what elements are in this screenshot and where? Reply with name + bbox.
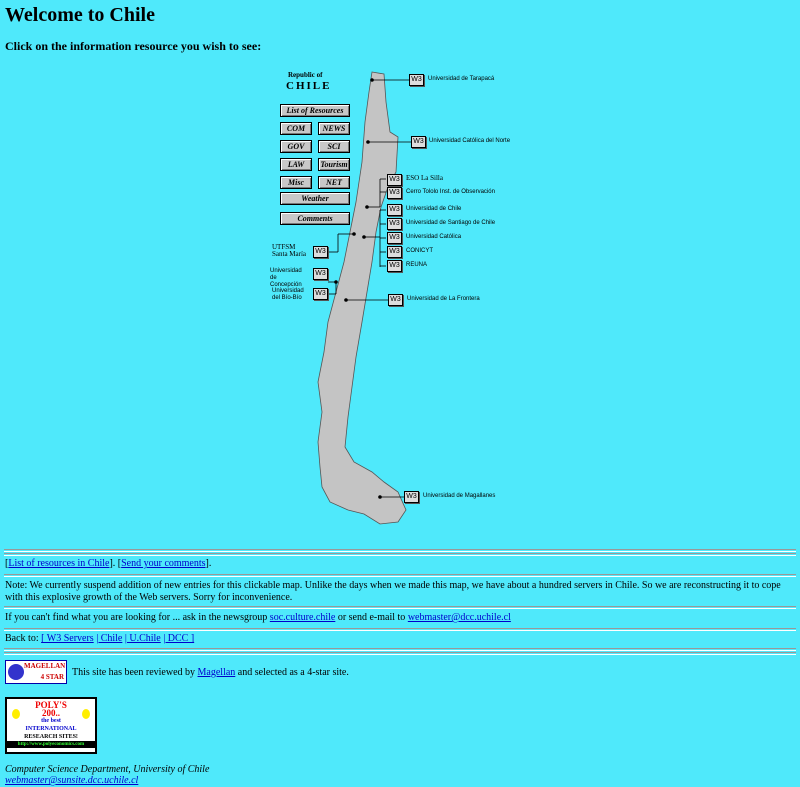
server-label[interactable]: Universidad de Magallanes: [423, 493, 496, 499]
w3-button[interactable]: W3: [387, 232, 402, 244]
sci-button[interactable]: SCI: [318, 140, 350, 153]
polys-line2: 200..: [42, 708, 60, 718]
help-pre: If you can't find what you are looking f…: [5, 612, 268, 623]
server-label[interactable]: Universidad Católica del Norte: [429, 138, 511, 144]
server-label[interactable]: Universidad Católica: [406, 234, 462, 240]
w3-button[interactable]: W3: [387, 246, 402, 258]
tourism-button[interactable]: Tourism: [318, 158, 350, 171]
misc-button[interactable]: Misc: [280, 176, 312, 189]
server-label[interactable]: Universidad de Santiago de Chile: [406, 220, 496, 226]
polys-200-badge[interactable]: POLY'S 200.. the best INTERNATIONAL RESE…: [5, 697, 97, 754]
magellan-badge-text: MAGELLAN 4 STAR SITE: [24, 662, 66, 681]
chile-map-shape: [317, 71, 411, 525]
w3-button[interactable]: W3: [313, 268, 328, 280]
instruction: Click on the information resource you wi…: [5, 39, 262, 53]
send-comments-link[interactable]: Send your comments: [121, 558, 206, 569]
server-label[interactable]: Universidad de Chile: [406, 206, 462, 212]
news-button[interactable]: NEWS: [318, 122, 350, 135]
lightbulb-icon: [12, 709, 20, 719]
magellan-text: This site has been reviewed by Magellan …: [72, 667, 672, 679]
server-label[interactable]: Universidad de La Frontera: [407, 296, 480, 302]
w3-button[interactable]: W3: [313, 246, 328, 258]
server-label[interactable]: CONICYT: [406, 248, 433, 254]
com-button[interactable]: COM: [280, 122, 312, 135]
bracket: [: [5, 558, 9, 569]
comments-button[interactable]: Comments: [280, 212, 350, 225]
help-text: If you can't find what you are looking f…: [5, 612, 795, 624]
server-label[interactable]: Cerro Tololo Inst. de Observación: [406, 189, 495, 195]
page-title: Welcome to Chile: [5, 4, 155, 26]
polys-url: http://www.polyeconomics.com: [7, 741, 95, 748]
server-label[interactable]: Universidad de Tarapacá: [428, 76, 495, 82]
newsgroup-link[interactable]: soc.culture.chile: [269, 612, 336, 623]
w3-servers-link[interactable]: [ W3 Servers: [41, 633, 94, 644]
divider: [4, 553, 796, 556]
net-button[interactable]: NET: [318, 176, 350, 189]
divider: [4, 574, 796, 577]
polys-line5: RESEARCH SITES!: [24, 734, 78, 740]
polys-line3: the best: [41, 718, 61, 724]
w3-button[interactable]: W3: [404, 491, 419, 503]
back-links: Back to: [ W3 Servers | Chile | U.Chile …: [5, 633, 795, 645]
w3-button[interactable]: W3: [411, 136, 426, 148]
law-button[interactable]: LAW: [280, 158, 312, 171]
email-link[interactable]: webmaster@dcc.uchile.cl: [407, 612, 511, 623]
footer-email-link[interactable]: webmaster@sunsite.dcc.uchile.cl: [5, 775, 139, 786]
polys-line1: POLY'S: [35, 700, 67, 710]
magellan-link[interactable]: Magellan: [197, 667, 236, 678]
gov-button[interactable]: GOV: [280, 140, 312, 153]
server-label[interactable]: REUNA: [406, 262, 428, 268]
footer-dept: Computer Science Department, University …: [5, 764, 210, 775]
chile-clickable-map[interactable]: Republic of CHILE List of Resources COM …: [268, 62, 528, 537]
w3-button[interactable]: W3: [387, 218, 402, 230]
note-text: Note: We currently suspend addition of n…: [5, 580, 781, 603]
divider: [4, 606, 796, 609]
w3-button[interactable]: W3: [387, 187, 402, 199]
back-label: Back to:: [5, 633, 39, 644]
bracket: ].: [205, 558, 212, 569]
divider: [4, 628, 796, 631]
w3-button[interactable]: W3: [387, 174, 402, 186]
dcc-link[interactable]: | DCC ]: [163, 633, 195, 644]
magellan-post: and selected as a 4-star site.: [237, 667, 349, 678]
resource-links: [List of resources in Chile]. [Send your…: [5, 558, 795, 570]
w3-button[interactable]: W3: [387, 204, 402, 216]
magellan-badge[interactable]: MAGELLAN 4 STAR SITE: [5, 660, 67, 684]
server-label[interactable]: Universidad del Bío-Bío: [272, 288, 304, 301]
chile-link[interactable]: | Chile: [96, 633, 123, 644]
server-label[interactable]: ESO La Silla: [406, 174, 443, 182]
uchile-link[interactable]: | U.Chile: [124, 633, 161, 644]
w3-button[interactable]: W3: [313, 288, 328, 300]
list-of-resources-link[interactable]: List of resources in Chile: [8, 558, 110, 569]
polys-line4: INTERNATIONAL: [25, 726, 77, 732]
w3-button[interactable]: W3: [409, 74, 424, 86]
w3-button[interactable]: W3: [387, 260, 402, 272]
divider: [4, 652, 796, 655]
weather-button[interactable]: Weather: [280, 192, 350, 205]
map-heading-chile: CHILE: [286, 80, 332, 92]
bracket: ]. [: [109, 558, 122, 569]
help-mid: or send e-mail to: [337, 612, 406, 623]
map-heading-small: Republic of: [288, 71, 323, 79]
w3-button[interactable]: W3: [388, 294, 403, 306]
divider: [4, 549, 796, 552]
server-label[interactable]: Universidad de Concepción: [270, 268, 302, 288]
divider: [4, 648, 796, 651]
server-label[interactable]: UTFSM Santa María: [272, 243, 307, 258]
list-of-resources-button[interactable]: List of Resources: [280, 104, 350, 117]
lightbulb-icon: [82, 709, 90, 719]
magellan-pre: This site has been reviewed by: [72, 667, 196, 678]
